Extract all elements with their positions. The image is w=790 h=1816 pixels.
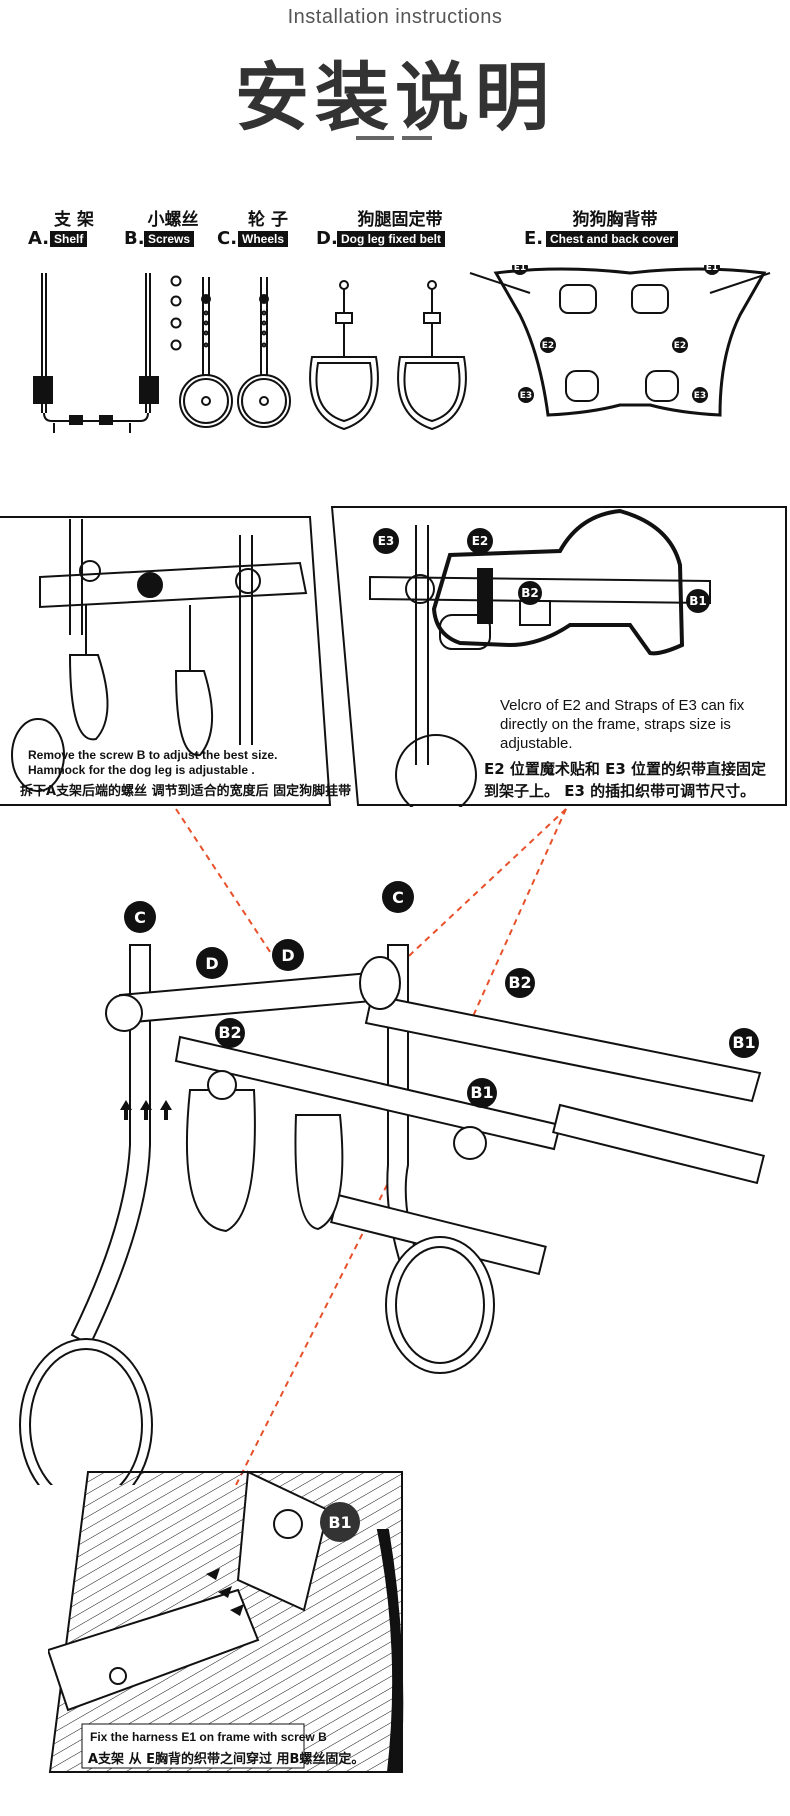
leg-belt-part-drawing	[309, 280, 467, 431]
part-c-letter: C.	[217, 228, 238, 249]
pin-b1-detail: B1	[686, 589, 710, 613]
part-b-letter: B.	[124, 228, 145, 249]
svg-text:B2: B2	[508, 973, 531, 992]
subtitle: Installation instructions	[287, 6, 503, 28]
svg-text:B2: B2	[218, 1023, 241, 1042]
pin-e3-left: E3	[518, 387, 534, 403]
pin-e3-detail: E3	[373, 528, 399, 554]
svg-text:E2: E2	[542, 341, 554, 351]
wheels-part-drawing	[179, 277, 291, 428]
part-e-letter: E.	[524, 228, 544, 249]
svg-text:B1: B1	[732, 1033, 755, 1052]
part-a-cn: 支 架	[54, 210, 94, 230]
part-d-letter: D.	[316, 228, 338, 249]
svg-text:B1: B1	[470, 1083, 493, 1102]
pin-b1-middle: B1	[467, 1078, 497, 1108]
pin-b2-right: B2	[505, 968, 535, 998]
pin-b1-right: B1	[729, 1028, 759, 1058]
svg-text:B1: B1	[328, 1513, 351, 1532]
svg-text:E2: E2	[674, 341, 686, 351]
part-e-tag: Chest and back cover	[546, 231, 679, 247]
right-panel-note-en: Velcro of E2 and Straps of E3 can fix di…	[500, 697, 745, 752]
part-a-tag: Shelf	[50, 231, 88, 247]
page-title: 安装说明	[235, 55, 555, 141]
pin-e3-right: E3	[692, 387, 708, 403]
svg-text:E3: E3	[378, 534, 395, 548]
bottom-panel-line1: Fix the harness E1 on frame with screw B	[90, 1730, 327, 1744]
pin-b1-bottom: B1	[320, 1502, 360, 1542]
title-divider-right	[402, 136, 432, 140]
screws-part-drawing	[170, 275, 182, 351]
part-d-tag: Dog leg fixed belt	[337, 231, 446, 247]
harness-part-drawing	[469, 267, 771, 417]
svg-text:E2: E2	[472, 534, 489, 548]
part-e-cn: 狗狗胸背带	[572, 210, 658, 230]
svg-text:C: C	[392, 888, 404, 907]
pin-e1-right: E1	[704, 265, 720, 275]
svg-text:E3: E3	[694, 391, 706, 401]
main-assembly-drawing: C C D D B2 B2 B1 B1	[19, 808, 765, 1485]
left-panel-line2: Hammock for the dog leg is adjustable .	[28, 763, 255, 777]
pin-b2-left: B2	[215, 1018, 245, 1048]
pin-b2-detail: B2	[518, 581, 542, 605]
left-panel-line3: 拆下A支架后端的螺丝 调节到适合的宽度后 固定狗脚挂带	[20, 784, 352, 799]
part-b-tag: Screws	[144, 231, 195, 247]
bottom-panel-line2: A支架 从 E胸背的织带之间穿过 用B螺丝固定。	[88, 1752, 365, 1767]
left-detail-panel	[0, 516, 332, 806]
right-panel-note-cn1: E2 位置魔术贴和 E3 位置的织带直接固定	[484, 760, 767, 778]
pin-d-left: D	[196, 947, 228, 979]
pin-c-right: C	[382, 881, 414, 913]
svg-text:B2: B2	[521, 586, 539, 600]
pin-c-left: C	[124, 901, 156, 933]
title-divider-left	[356, 136, 394, 140]
part-a-letter: A.	[28, 228, 50, 249]
parts-illustrations: E1 E1 E2 E2 E3 E3	[33, 265, 771, 433]
left-panel-line1: Remove the screw B to adjust the best si…	[28, 748, 278, 762]
right-detail-panel: E3 E2 B2 B1	[330, 506, 787, 807]
part-c-cn: 轮 子	[248, 210, 288, 230]
right-panel-note-cn2: 到架子上。 E3 的插扣织带可调节尺寸。	[484, 782, 756, 800]
pin-e2-right: E2	[672, 337, 688, 353]
part-c-tag: Wheels	[238, 231, 289, 247]
pin-e1-left: E1	[512, 265, 528, 275]
part-b-cn: 小螺丝	[147, 210, 199, 230]
svg-text:E1: E1	[706, 265, 718, 273]
svg-text:C: C	[134, 908, 146, 927]
pin-d-right: D	[272, 939, 304, 971]
pin-e2-detail: E2	[467, 528, 493, 554]
svg-text:E1: E1	[514, 265, 526, 273]
svg-text:B1: B1	[689, 594, 707, 608]
pin-e2-left: E2	[540, 337, 556, 353]
svg-text:E3: E3	[520, 391, 532, 401]
part-d-cn: 狗腿固定带	[357, 210, 443, 230]
bottom-detail-panel: B1	[48, 1470, 404, 1773]
svg-text:D: D	[281, 946, 294, 965]
svg-text:D: D	[205, 954, 218, 973]
shelf-part-drawing	[33, 273, 159, 433]
